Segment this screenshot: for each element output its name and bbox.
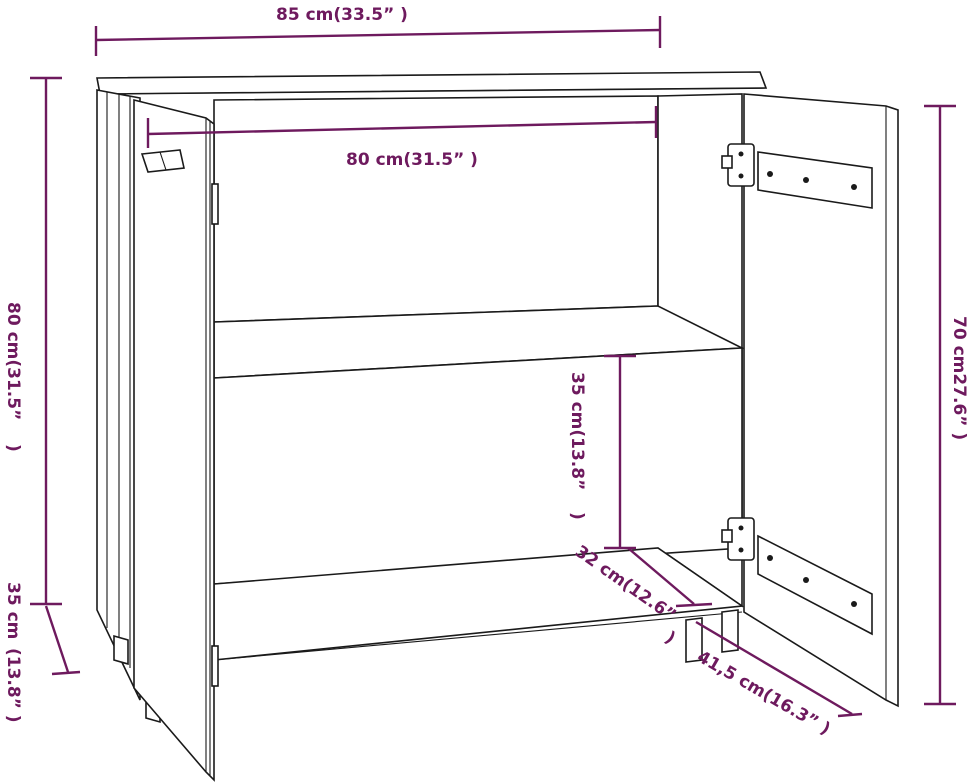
left-hinge-top [211,183,219,225]
total-width-label: 85 cm(33.5” ) [276,5,408,25]
total-width-dimension [94,16,662,56]
inner-width-dimension [146,106,658,148]
leg-height-label-line1: 35 cm [3,582,23,639]
total-height-dimension [30,76,62,606]
shelf-height-dimension [604,354,636,550]
inner-depth-dimension [627,547,713,608]
screw-icon [767,171,773,177]
lower-door-brace [757,534,873,636]
leg-height-label-line2: (13.8” ) [3,648,23,723]
back-left-leg [113,634,129,666]
shelf-height-label-line1: 35 cm(13.8” [567,372,587,490]
total-depth-dimension [695,620,863,718]
inner-depth-label-line2: ) [661,628,679,649]
door-height-dimension [924,104,956,706]
lower-back-wall [213,347,743,585]
screw-icon [851,601,857,607]
shelf-height-label-line2: ) [567,512,587,520]
total-height-label-line2: ) [3,444,23,452]
right-hinge-bottom [721,517,755,561]
screw-icon [851,184,857,190]
screw-icon [803,177,809,183]
total-height-label-line1: 80 cm(31.5” [3,302,23,420]
screw-icon [767,555,773,561]
right-hinge-top [721,143,755,187]
front-right-leg [685,617,703,663]
inner-width-label: 80 cm(31.5” ) [346,150,478,170]
door-height-label: 70 cm27.6” ) [949,316,969,440]
left-hinge-bottom [211,645,219,687]
screw-icon [803,577,809,583]
leg-height-dimension [44,605,81,676]
left-door [133,98,215,782]
